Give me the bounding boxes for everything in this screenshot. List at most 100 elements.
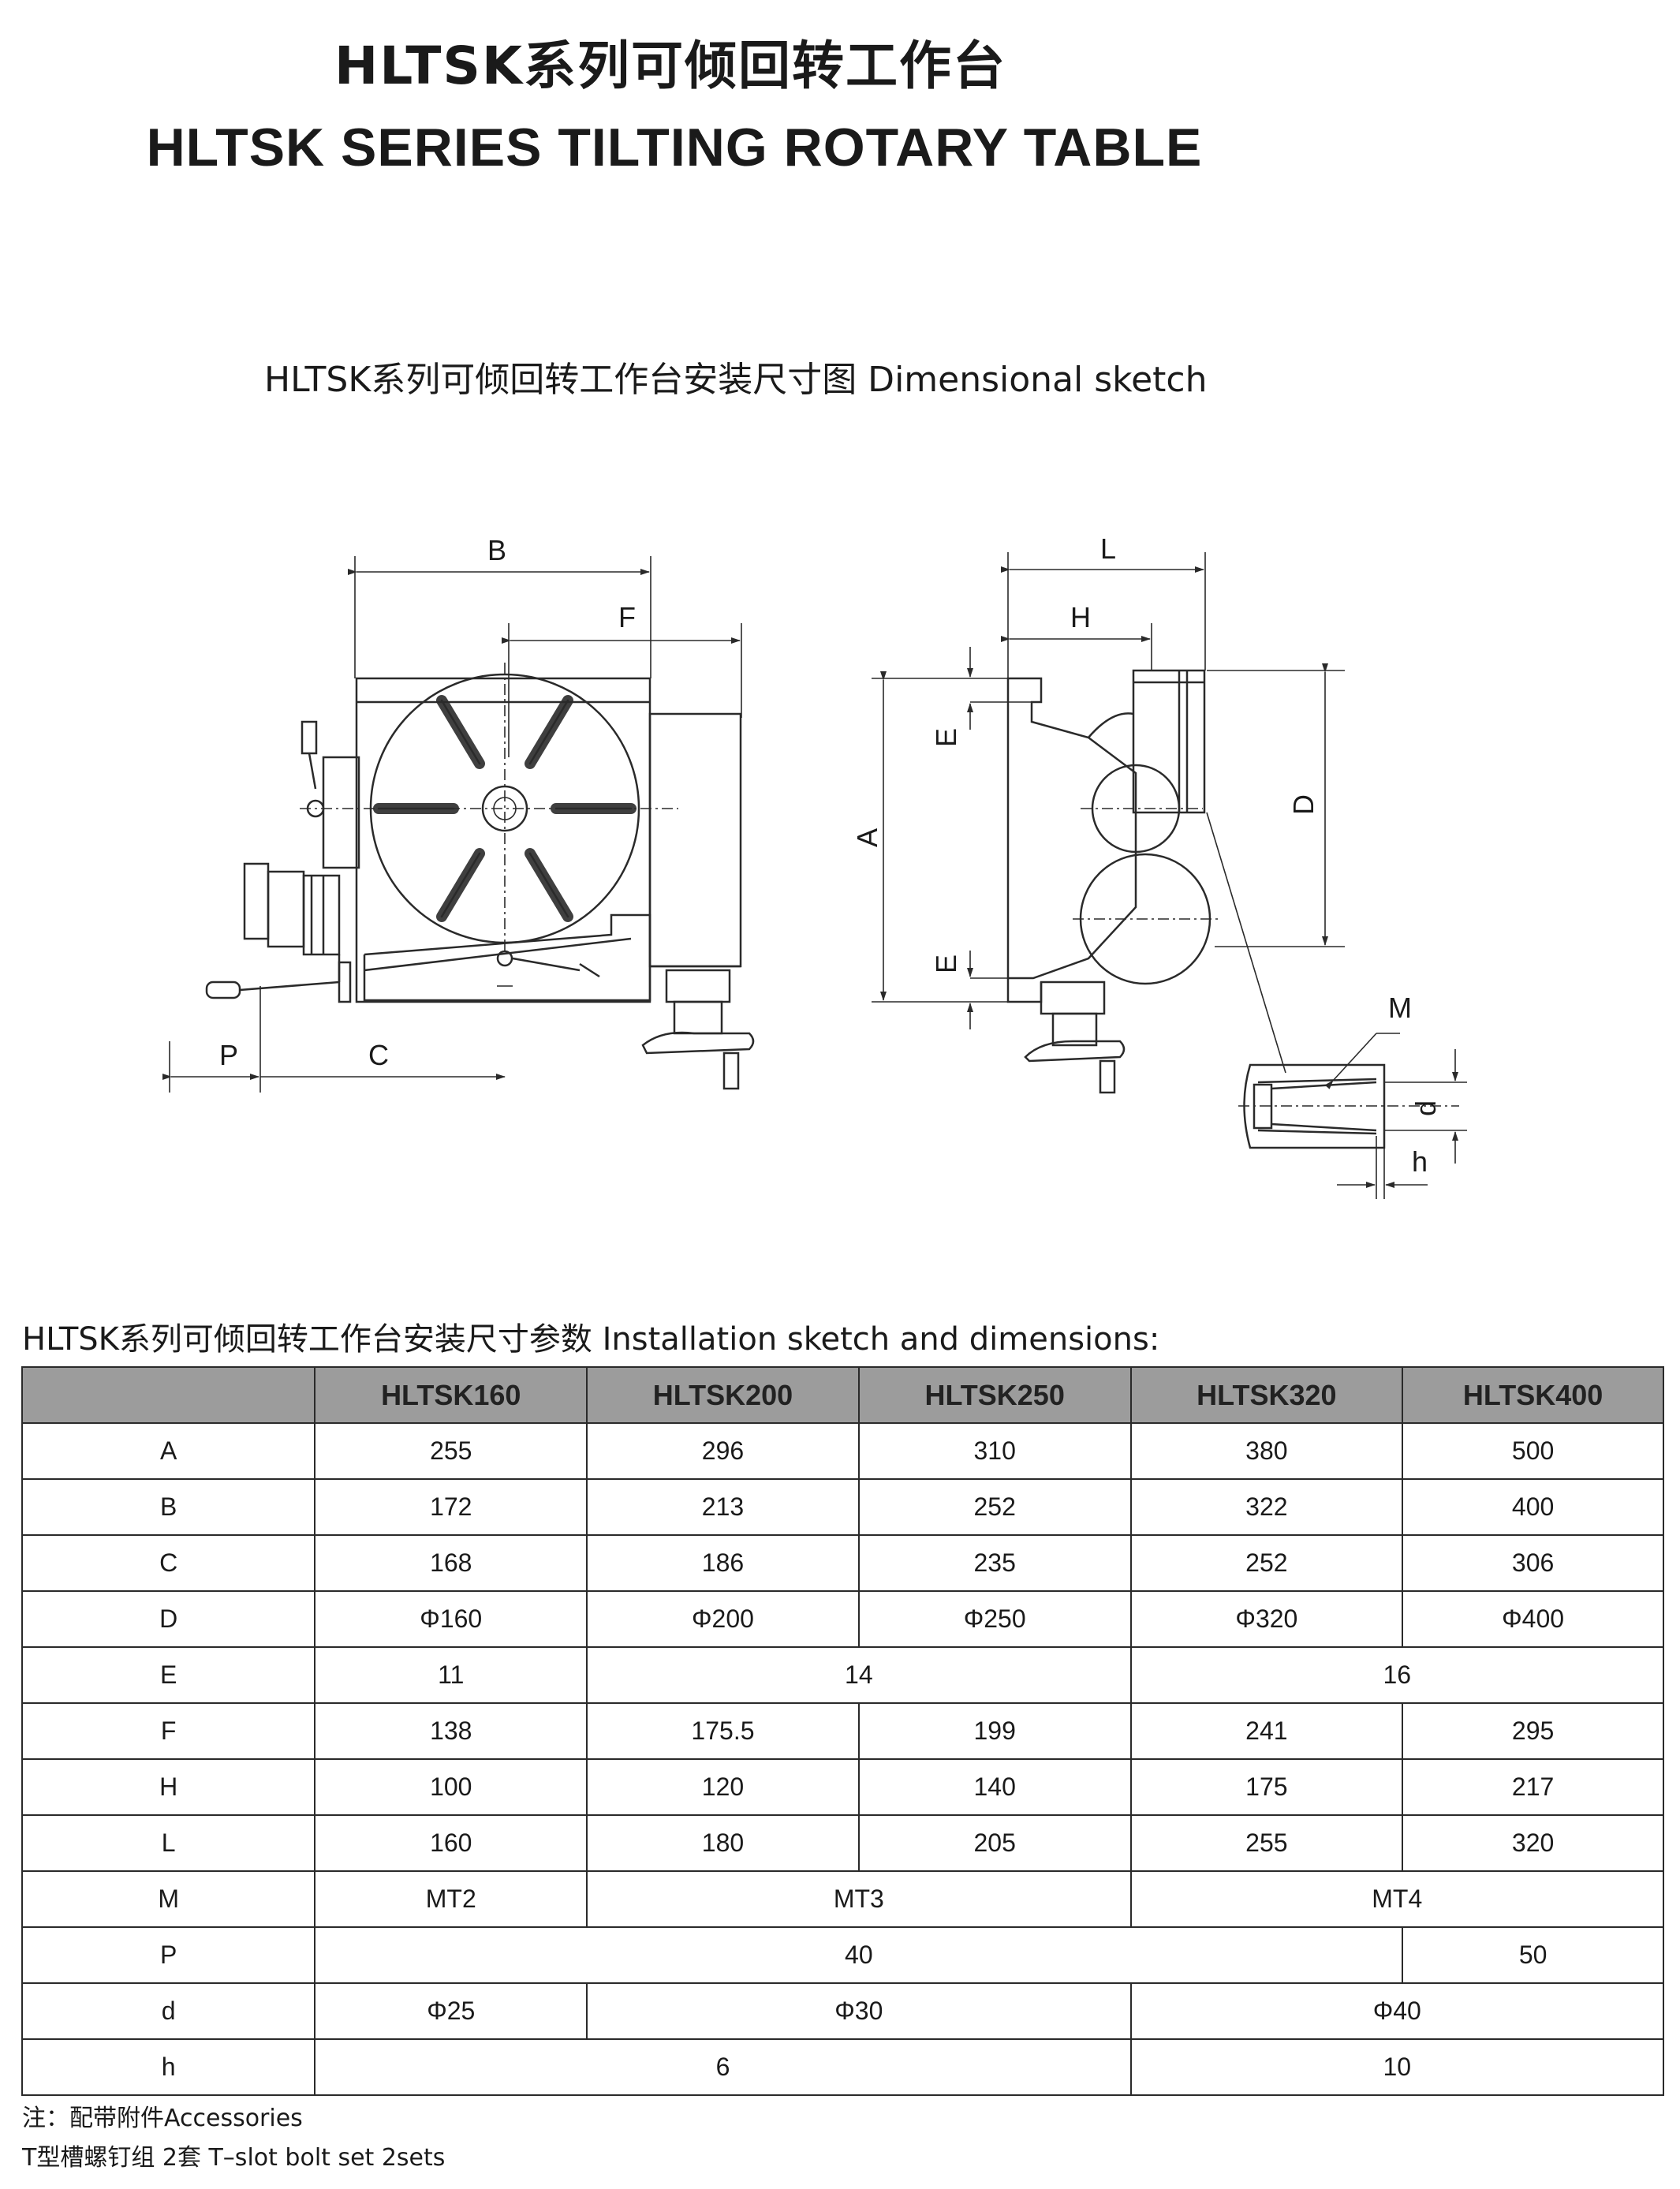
label-L: L [1100, 532, 1116, 565]
table-cell: MT2 [314, 1870, 588, 1928]
table-cell: 296 [586, 1422, 860, 1480]
accessories-note: 注：配带附件Accessories [22, 2105, 303, 2132]
table-cell: 306 [1402, 1534, 1664, 1592]
row-label: A [21, 1422, 316, 1480]
bolt-set-note: T型槽螺钉组 2套 T–slot bolt set 2sets [22, 2144, 446, 2172]
table-cell: 241 [1129, 1702, 1404, 1760]
table-cell: Φ40 [1129, 1982, 1665, 2040]
table-cell: 168 [314, 1534, 588, 1592]
table-cell: 138 [314, 1702, 588, 1760]
table-title: HLTSK系列可倾回转工作台安装尺寸参数 Installation sketch… [22, 1321, 1160, 1358]
row-label: M [21, 1870, 316, 1928]
table-cell: 380 [1129, 1422, 1404, 1480]
table-cell: 186 [586, 1534, 860, 1592]
table-cell: Φ25 [314, 1982, 588, 2040]
row-label: h [21, 2038, 316, 2096]
table-cell: 310 [857, 1422, 1132, 1480]
table-cell: Φ250 [857, 1590, 1132, 1648]
table-cell: 320 [1402, 1814, 1664, 1872]
table-cell: 172 [314, 1478, 588, 1536]
table-cell: 199 [857, 1702, 1132, 1760]
front-view: B F [162, 534, 755, 1093]
page-title-chinese: HLTSK系列可倾回转工作台 [334, 35, 1007, 96]
header-corner-cell [21, 1366, 316, 1424]
table-cell: 205 [857, 1814, 1132, 1872]
table-cell: 160 [314, 1814, 588, 1872]
table-cell: 217 [1402, 1758, 1664, 1816]
table-cell: MT4 [1129, 1870, 1665, 1928]
label-F: F [618, 601, 636, 633]
column-header: HLTSK160 [314, 1366, 588, 1424]
row-label: H [21, 1758, 316, 1816]
row-label: B [21, 1478, 316, 1536]
label-E-bottom: E [930, 954, 962, 973]
row-label: L [21, 1814, 316, 1872]
table-cell: 6 [314, 2038, 1132, 2096]
table-cell: 180 [586, 1814, 860, 1872]
table-cell: 120 [586, 1758, 860, 1816]
column-header: HLTSK400 [1402, 1366, 1664, 1424]
table-cell: 14 [586, 1646, 1132, 1704]
label-H: H [1070, 601, 1091, 633]
table-cell: 252 [1129, 1534, 1404, 1592]
table-cell: 10 [1129, 2038, 1665, 2096]
table-cell: Φ320 [1129, 1590, 1404, 1648]
row-label: D [21, 1590, 316, 1648]
label-E-top: E [930, 728, 962, 747]
row-label: d [21, 1982, 316, 2040]
row-label: F [21, 1702, 316, 1760]
table-header-row: HLTSK160 HLTSK200 HLTSK250 HLTSK320 HLTS… [21, 1366, 1664, 1424]
label-h: h [1412, 1145, 1428, 1178]
row-label: E [21, 1646, 316, 1704]
table-cell: 295 [1402, 1702, 1664, 1760]
column-header: HLTSK250 [857, 1366, 1132, 1424]
table-cell: 175 [1129, 1758, 1404, 1816]
table-cell: 500 [1402, 1422, 1664, 1480]
row-label: C [21, 1534, 316, 1592]
page-title-english: HLTSK SERIES TILTING ROTARY TABLE [146, 118, 1203, 177]
table-cell: 16 [1129, 1646, 1665, 1704]
table-cell: Φ200 [586, 1590, 860, 1648]
table-cell: 40 [314, 1926, 1404, 1984]
table-cell: 255 [1129, 1814, 1404, 1872]
table-cell: Φ30 [586, 1982, 1132, 2040]
table-cell: 100 [314, 1758, 588, 1816]
table-cell: 400 [1402, 1478, 1664, 1536]
table-cell: 255 [314, 1422, 588, 1480]
dimensions-table: HLTSK160 HLTSK200 HLTSK250 HLTSK320 HLTS… [21, 1366, 1665, 2096]
label-C: C [368, 1039, 389, 1071]
side-view: L H A E E [851, 532, 1467, 1199]
label-d: d [1409, 1100, 1442, 1116]
label-A: A [851, 828, 883, 847]
table-cell: 140 [857, 1758, 1132, 1816]
table-cell: 11 [314, 1646, 588, 1704]
table-cell: MT3 [586, 1870, 1132, 1928]
table-cell: 322 [1129, 1478, 1404, 1536]
label-D: D [1287, 794, 1320, 815]
column-header: HLTSK320 [1129, 1366, 1404, 1424]
label-B: B [487, 534, 506, 566]
table-cell: 252 [857, 1478, 1132, 1536]
table-cell: Φ400 [1402, 1590, 1664, 1648]
table-cell: 213 [586, 1478, 860, 1536]
row-label: P [21, 1926, 316, 1984]
table-cell: 175.5 [586, 1702, 860, 1760]
dimensional-sketch: B F [162, 532, 1467, 1199]
sketch-title: HLTSK系列可倾回转工作台安装尺寸图 Dimensional sketch [264, 360, 1208, 400]
label-M: M [1388, 992, 1412, 1024]
table-cell: Φ160 [314, 1590, 588, 1648]
label-P: P [219, 1039, 238, 1071]
